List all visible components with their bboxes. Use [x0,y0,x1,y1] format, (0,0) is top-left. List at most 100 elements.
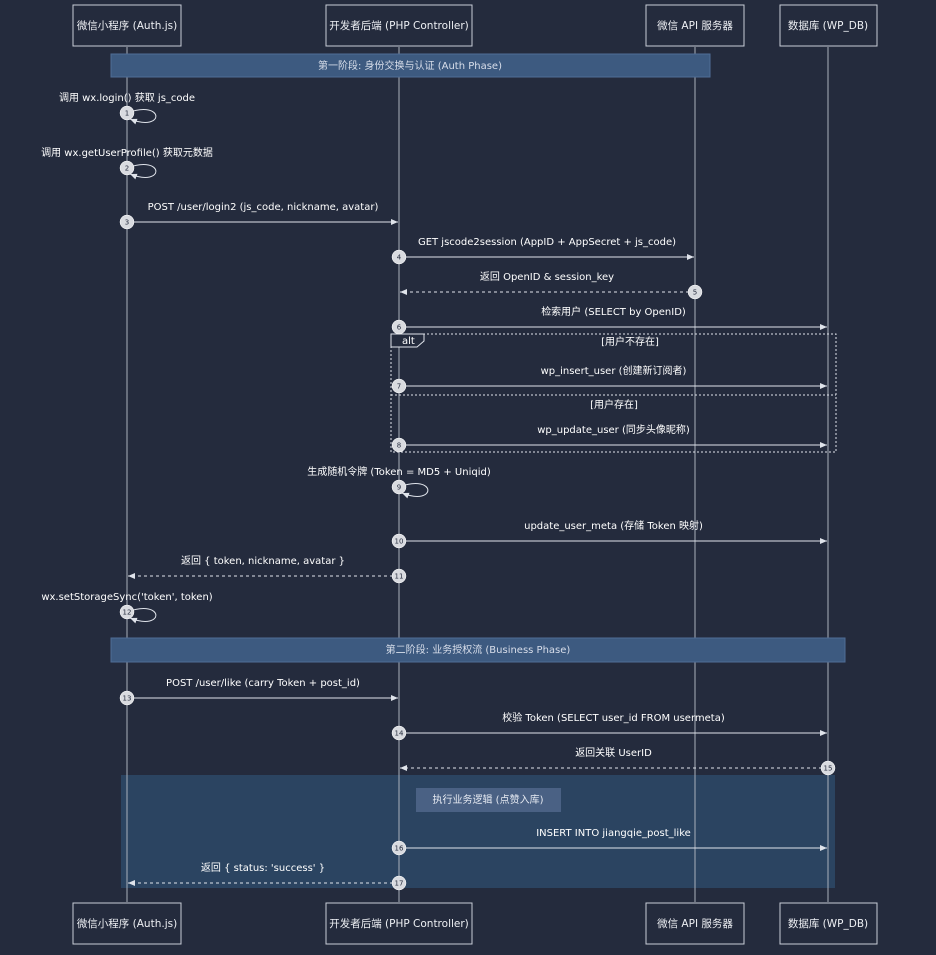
message-label: 生成随机令牌 (Token = MD5 + Uniqid) [307,465,491,478]
actor-label: 开发者后端 (PHP Controller) [329,19,469,32]
sequence-number: 8 [397,442,401,450]
actor-label: 微信小程序 (Auth.js) [77,917,177,930]
self-message-arrow [126,164,157,180]
message-11: 返回 { token, nickname, avatar } 11 [128,555,407,584]
message-label: 返回关联 UserID [575,746,652,759]
self-message-arrow [126,109,157,125]
message-label: GET jscode2session (AppID + AppSecret + … [418,237,676,248]
sequence-number-badge [391,479,407,495]
sequence-number: 3 [125,219,129,227]
message-17: 返回 { status: 'success' } 17 [128,862,407,891]
sequence-number: 14 [395,730,404,738]
message-13: POST /user/like (carry Token + post_id) 1… [119,678,398,706]
actor-label: 数据库 (WP_DB) [788,19,868,32]
actor-label: 开发者后端 (PHP Controller) [329,917,469,930]
message-label: 返回 { token, nickname, avatar } [181,555,345,567]
sequence-number: 9 [397,484,401,492]
self-message-arrow [398,483,429,499]
message-4: GET jscode2session (AppID + AppSecret + … [391,237,694,265]
alt-condition-exist: [用户存在] [590,398,638,411]
message-label: update_user_meta (存储 Token 映射) [524,519,703,532]
message-7: wp_insert_user (创建新订阅者)7 [391,364,827,394]
actor-php-controller-top: 开发者后端 (PHP Controller) [325,4,473,47]
message-label: POST /user/like (carry Token + post_id) [166,678,360,689]
message-label: 调用 wx.login() 获取 js_code [59,92,195,104]
sequence-number: 1 [125,110,129,118]
message-label: 返回 { status: 'success' } [201,862,325,874]
actor-label: 数据库 (WP_DB) [788,917,868,930]
sequence-number: 10 [395,538,404,546]
message-label: wp_insert_user (创建新订阅者) [541,364,687,377]
message-9: 生成随机令牌 (Token = MD5 + Uniqid) 9 [307,465,491,499]
message-label: 检索用户 (SELECT by OpenID) [541,305,686,318]
sequence-number-badge [391,533,407,549]
sequence-number-badge [119,160,135,176]
message-14: 校验 Token (SELECT user_id FROM usermeta) 1… [391,711,827,741]
message-label: wx.setStorageSync('token', token) [41,592,212,603]
sequence-number-badge [391,319,407,335]
actor-database-top: 数据库 (WP_DB) [779,4,878,47]
alt-fragment: alt [用户不存在] [用户存在] [390,333,837,453]
message-15: 返回关联 UserID 15 [400,746,836,776]
message-label: INSERT INTO jiangqie_post_like [536,828,691,839]
actor-label: 微信小程序 (Auth.js) [77,19,177,32]
lifelines [126,47,829,902]
alt-frame [390,333,837,453]
self-message-arrow [126,608,157,624]
note-text: 执行业务逻辑 (点赞入库) [433,793,544,806]
business-logic-note: 执行业务逻辑 (点赞入库) [416,788,561,812]
sequence-number-badge [391,249,407,265]
actor-mini-program-top: 微信小程序 (Auth.js) [72,4,182,47]
sequence-number-badge [119,214,135,230]
sequence-number: 12 [123,609,132,617]
phase-label: 第二阶段: 业务授权流 (Business Phase) [386,643,571,656]
alt-tag [390,333,425,348]
sequence-number: 17 [395,880,404,888]
actor-mini-program-bottom: 微信小程序 (Auth.js) [72,902,182,945]
sequence-number-badge [391,725,407,741]
phase-banner-auth: 第一阶段: 身份交换与认证 (Auth Phase) [110,53,711,78]
messages: 调用 wx.login() 获取 js_code 1 调用 wx.getUserPr… [41,92,836,891]
sequence-number-badge [119,105,135,121]
message-label: wp_update_user (同步头像昵称) [537,423,690,436]
actor-php-controller-bottom: 开发者后端 (PHP Controller) [325,902,473,945]
message-label: 调用 wx.getUserProfile() 获取元数据 [41,146,213,159]
alt-keyword: alt [402,336,415,347]
actor-wechat-api-top: 微信 API 服务器 [645,4,745,47]
message-3: POST /user/login2 (js_code, nickname, av… [119,202,398,230]
actor-wechat-api-bottom: 微信 API 服务器 [645,902,745,945]
sequence-number-badge [391,875,407,891]
sequence-number-badge [391,437,407,453]
phase-label: 第一阶段: 身份交换与认证 (Auth Phase) [318,59,502,72]
message-12: wx.setStorageSync('token', token) 12 [41,592,213,624]
sequence-number-badge [687,284,703,300]
message-8: wp_update_user (同步头像昵称) 8 [391,423,827,453]
sequence-number-badge [391,568,407,584]
sequence-number-badge [391,378,407,394]
actor-label: 微信 API 服务器 [657,917,733,930]
sequence-number-badge [820,760,836,776]
sequence-number-badge [119,604,135,620]
actor-database-bottom: 数据库 (WP_DB) [779,902,878,945]
sequence-number: 5 [693,289,697,297]
message-6: 检索用户 (SELECT by OpenID) 6 [391,305,827,335]
alt-condition-not-exist: [用户不存在] [601,335,659,348]
message-label: 校验 Token (SELECT user_id FROM usermeta) [502,711,725,724]
message-10: update_user_meta (存储 Token 映射) 10 [391,519,827,549]
message-1: 调用 wx.login() 获取 js_code 1 [59,92,195,125]
message-label: POST /user/login2 (js_code, nickname, av… [148,202,379,213]
message-5: 返回 OpenID & session_key 5 [400,271,703,300]
sequence-number: 6 [397,324,402,332]
message-16: INSERT INTO jiangqie_post_like 16 [391,828,827,856]
actor-label: 微信 API 服务器 [657,19,733,32]
sequence-number: 11 [395,573,404,581]
phase-banner-business: 第二阶段: 业务授权流 (Business Phase) [110,637,846,663]
sequence-number: 15 [824,765,833,773]
sequence-number: 16 [395,845,404,853]
message-label: 返回 OpenID & session_key [480,271,614,283]
sequence-number: 13 [123,695,132,703]
sequence-number-badge [119,690,135,706]
sequence-number-badge [391,840,407,856]
